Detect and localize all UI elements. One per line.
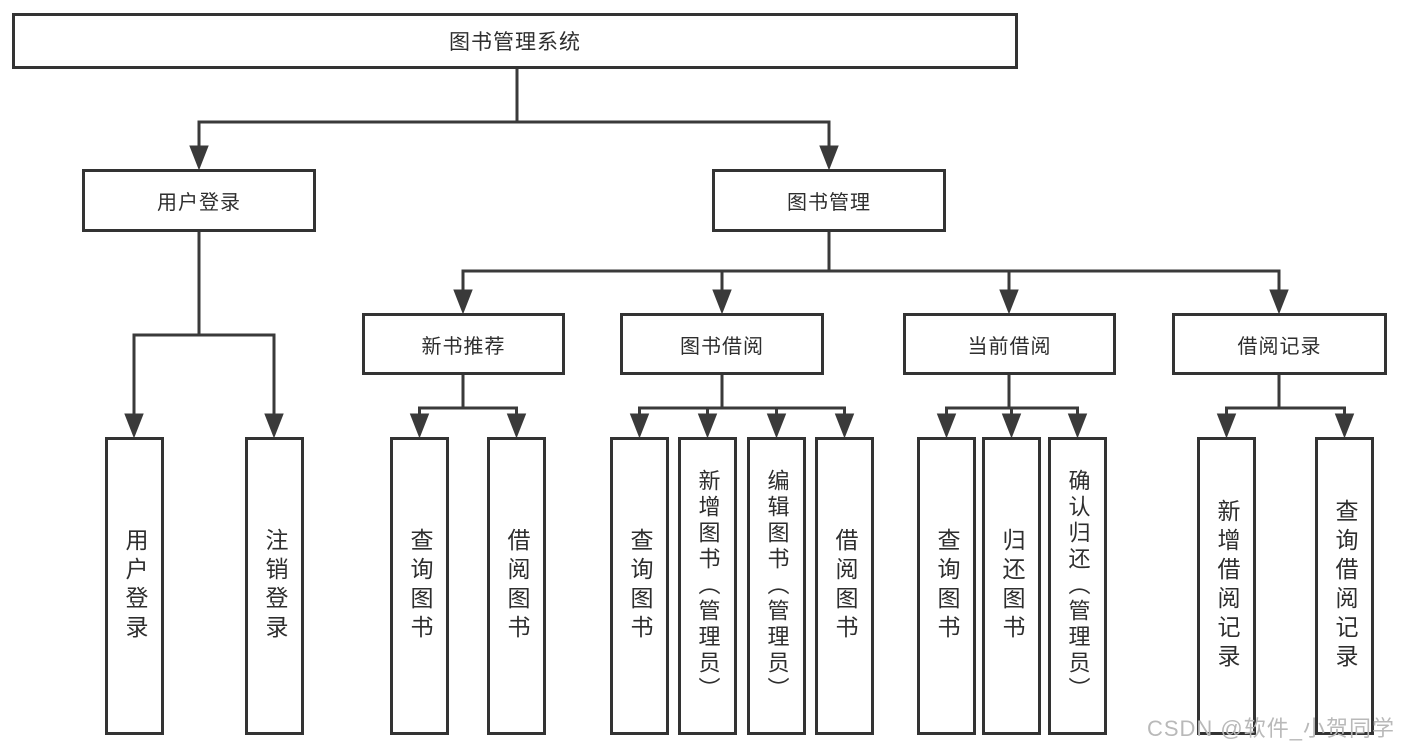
leaf-query-books: 查询图书 <box>390 437 449 735</box>
leaf-query-books: 查询图书 <box>917 437 976 735</box>
arrowhead-down-icon <box>766 413 787 439</box>
arrowhead-down-icon <box>999 289 1019 315</box>
leaf-add-borrow-record: 新增借阅记录 <box>1197 437 1256 735</box>
arrowhead-down-icon <box>712 289 732 315</box>
node-user-login: 用户登录 <box>82 169 316 232</box>
connector-book-borrow-group <box>629 375 855 439</box>
leaf-query-books: 查询图书 <box>610 437 669 735</box>
leaf-edit-books-admin: 编辑图书（管理员） <box>747 437 806 735</box>
connector-borrow-records-group <box>1216 375 1355 439</box>
arrowhead-down-icon <box>1001 413 1022 439</box>
leaf-confirm-return-admin: 确认归还（管理员） <box>1048 437 1107 735</box>
csdn-watermark: CSDN @软件_小贺同学 <box>1146 716 1395 741</box>
arrowhead-down-icon <box>453 289 473 315</box>
arrowhead-down-icon <box>1334 413 1355 439</box>
node-current-borrow: 当前借阅 <box>903 313 1116 375</box>
connector-root-to-level2 <box>189 68 839 171</box>
arrowhead-down-icon <box>124 413 144 439</box>
node-borrow-records: 借阅记录 <box>1172 313 1387 375</box>
leaf-borrow-books: 借阅图书 <box>815 437 874 735</box>
leaf-borrow-books: 借阅图书 <box>487 437 546 735</box>
arrowhead-down-icon <box>629 413 650 439</box>
connector-user-login-group <box>124 232 284 439</box>
node-library-management-system: 图书管理系统 <box>12 13 1018 69</box>
leaf-logout-login: 注销登录 <box>245 437 304 735</box>
arrowhead-down-icon <box>819 145 839 171</box>
arrowhead-down-icon <box>834 413 855 439</box>
node-new-book-recommend: 新书推荐 <box>362 313 565 375</box>
connector-new-book-recommend-group <box>409 375 527 439</box>
leaf-user-login: 用户登录 <box>105 437 164 735</box>
arrowhead-down-icon <box>189 145 209 171</box>
arrowhead-down-icon <box>697 413 718 439</box>
arrowhead-down-icon <box>1216 413 1237 439</box>
connector-book-management-group <box>453 232 1289 315</box>
arrowhead-down-icon <box>506 413 527 439</box>
arrowhead-down-icon <box>409 413 430 439</box>
arrowhead-down-icon <box>1269 289 1289 315</box>
leaf-return-books: 归还图书 <box>982 437 1041 735</box>
node-book-management: 图书管理 <box>712 169 946 232</box>
arrowhead-down-icon <box>1067 413 1088 439</box>
leaf-query-borrow-record: 查询借阅记录 <box>1315 437 1374 735</box>
connector-current-borrow-group <box>936 375 1088 439</box>
node-book-borrow: 图书借阅 <box>620 313 824 375</box>
leaf-add-books-admin: 新增图书（管理员） <box>678 437 737 735</box>
arrowhead-down-icon <box>264 413 284 439</box>
arrowhead-down-icon <box>936 413 957 439</box>
